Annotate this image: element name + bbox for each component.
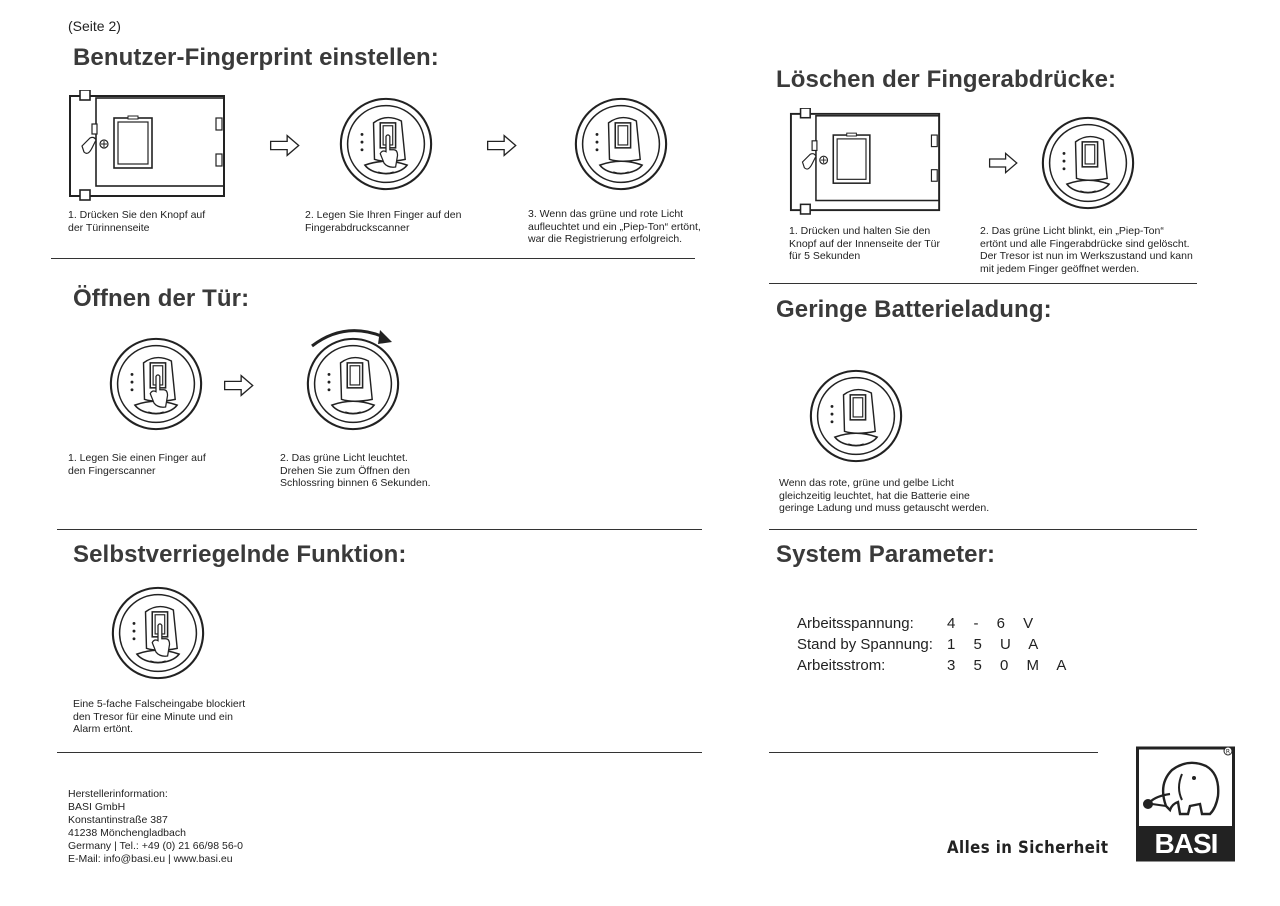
lock-scanner-illustration (110, 585, 206, 681)
elephant-icon: R (1136, 746, 1235, 862)
footer-line: Konstantinstraße 387 (68, 814, 168, 826)
step-caption: 1. Legen Sie einen Finger auf den Finger… (68, 452, 206, 477)
section-divider (57, 529, 702, 530)
step-caption: 3. Wenn das grüne und rote Licht aufleuc… (528, 208, 701, 246)
param-row: Arbeitsstrom: 3 5 0 M A (797, 655, 1073, 676)
lock-scanner-illustration (808, 368, 904, 464)
step-caption: 2. Das grüne Licht blinkt, ein „Piep-Ton… (980, 225, 1193, 275)
param-label: Arbeitsspannung: (797, 615, 914, 632)
step-caption: 2. Legen Sie Ihren Finger auf den Finger… (305, 209, 462, 234)
param-row: Stand by Spannung: 1 5 U A (797, 634, 1073, 655)
section-title-open: Öffnen der Tür: (73, 285, 250, 312)
arrow-right-icon (223, 373, 256, 398)
section-divider (769, 529, 1197, 530)
manufacturer-info: Herstellerinformation: BASI GmbH Konstan… (68, 788, 243, 866)
basi-logo: R BASI (1136, 744, 1236, 862)
param-row: Arbeitsspannung: 4 - 6 V (797, 613, 1073, 634)
logo-text: BASI (1154, 828, 1219, 859)
section-title-system: System Parameter: (776, 541, 996, 568)
rotate-arrow-icon (311, 329, 392, 348)
footer-line: BASI GmbH (68, 801, 126, 813)
svg-text:R: R (1226, 749, 1230, 756)
slogan: Alles in Sicherheit (947, 838, 1109, 858)
section-divider (769, 752, 1098, 753)
battery-caption: Wenn das rote, grüne und gelbe Licht gle… (779, 477, 990, 515)
section-title-battery: Geringe Batterieladung: (776, 296, 1052, 323)
safe-door-illustration (789, 108, 943, 216)
selflock-caption: Eine 5-fache Falscheingabe blockiert den… (73, 698, 246, 736)
param-label: Arbeitsstrom: (797, 657, 886, 674)
arrow-right-icon (486, 133, 519, 158)
footer-line: Germany | Tel.: +49 (0) 21 66/98 56-0 (68, 840, 244, 852)
step-caption: 1. Drücken und halten Sie den Knopf auf … (789, 225, 940, 263)
step-caption: 2. Das grüne Licht leuchtet. Drehen Sie … (280, 452, 431, 490)
section-title-delete: Löschen der Fingerabdrücke: (776, 66, 1117, 93)
lock-scanner-illustration (1040, 115, 1136, 211)
param-label: Stand by Spannung: (797, 636, 933, 653)
page-label: (Seite 2) (68, 18, 121, 34)
param-value: 3 5 0 M A (947, 657, 1074, 674)
arrow-right-icon (269, 133, 302, 158)
lock-scanner-illustration (108, 336, 204, 432)
section-divider (57, 752, 702, 753)
footer-line: E-Mail: info@basi.eu | www.basi.eu (68, 853, 233, 865)
section-divider (51, 258, 695, 259)
section-divider (769, 283, 1197, 284)
lock-scanner-illustration (573, 96, 669, 192)
lock-scanner-illustration (338, 96, 434, 192)
step-caption: 1. Drücken Sie den Knopf auf der Türinne… (68, 209, 206, 234)
section-title-setup: Benutzer-Fingerprint einstellen: (73, 44, 439, 71)
safe-door-illustration (68, 90, 228, 202)
param-value: 4 - 6 V (947, 615, 1041, 632)
system-parameters: Arbeitsspannung: 4 - 6 V Stand by Spannu… (797, 613, 1073, 676)
param-value: 1 5 U A (947, 636, 1046, 653)
section-title-selflock: Selbstverriegelnde Funktion: (73, 541, 407, 568)
arrow-right-icon (988, 151, 1020, 175)
footer-line: Herstellerinformation: (68, 788, 168, 800)
footer-line: 41238 Mönchengladbach (68, 827, 186, 839)
